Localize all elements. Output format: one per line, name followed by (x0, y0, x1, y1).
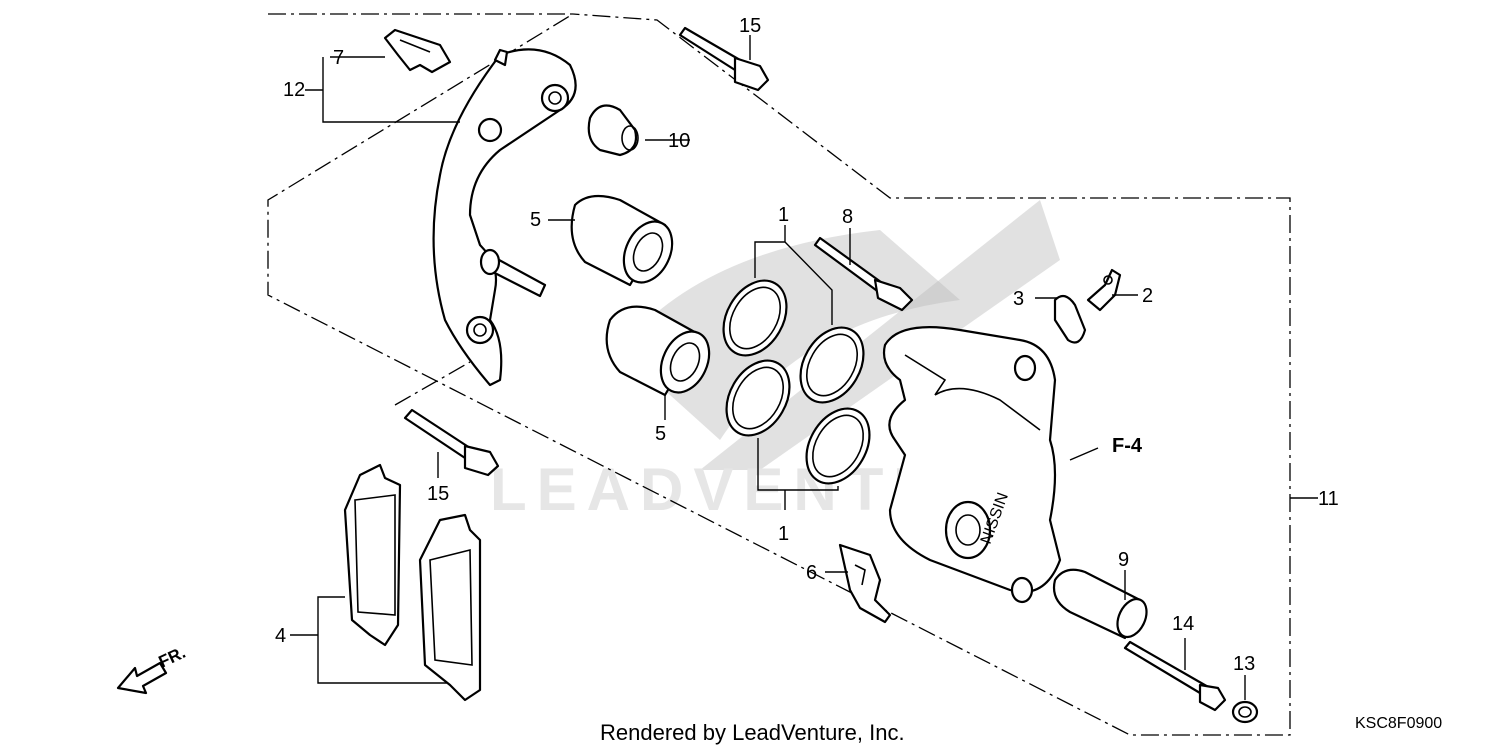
piston-seals (722, 279, 871, 485)
footer-credit: Rendered by LeadVenture, Inc. (600, 720, 905, 745)
callout-8: 8 (842, 206, 853, 228)
flange-bolt-top (678, 26, 770, 92)
reference-f4: F-4 (1112, 435, 1143, 457)
caliper-body: NISSIN (882, 326, 1062, 604)
callout-9: 9 (1118, 549, 1129, 571)
front-direction-arrow: FR. (116, 643, 189, 695)
brake-pad-set (343, 463, 482, 702)
pad-retainer-plate (838, 543, 892, 624)
pin-boot (587, 104, 639, 157)
callout-1-top: 1 (778, 204, 789, 226)
pad-spring (383, 28, 452, 74)
callout-11: 11 (1318, 488, 1339, 510)
callout-1-bottom: 1 (778, 523, 789, 545)
caliper-bracket (432, 48, 577, 387)
slide-pin-boot (1052, 568, 1148, 640)
piston-upper (570, 194, 674, 287)
callout-labels: 7 12 15 10 5 5 1 1 8 3 2 11 6 9 14 13 15… (275, 15, 1339, 675)
bleeder-cap (1053, 294, 1087, 344)
callout-5-top: 5 (530, 209, 541, 231)
arrow-icon (116, 661, 168, 695)
callout-15-bottom: 15 (427, 483, 449, 505)
piston-lower (605, 305, 711, 397)
mounting-bolt-outline (394, 361, 471, 406)
assembly-outline (267, 13, 1291, 736)
caliper-pin (813, 236, 914, 312)
callout-4: 4 (275, 625, 286, 647)
pad-pin (1123, 640, 1227, 712)
bleeder-screw (1086, 268, 1122, 312)
callout-14: 14 (1172, 613, 1194, 635)
callout-3: 3 (1013, 288, 1024, 310)
callout-5-bottom: 5 (655, 423, 666, 445)
leader-lines (290, 35, 1318, 700)
callout-10: 10 (668, 130, 690, 152)
diagram-code: KSC8F0900 (1355, 715, 1442, 732)
flange-bolt-bottom (403, 408, 500, 477)
callout-12: 12 (283, 79, 305, 101)
pin-plug (1231, 700, 1259, 724)
callout-13: 13 (1233, 653, 1255, 675)
callout-15-top: 15 (739, 15, 761, 37)
callout-6: 6 (806, 562, 817, 584)
callout-2: 2 (1142, 285, 1153, 307)
callout-7: 7 (333, 47, 344, 69)
